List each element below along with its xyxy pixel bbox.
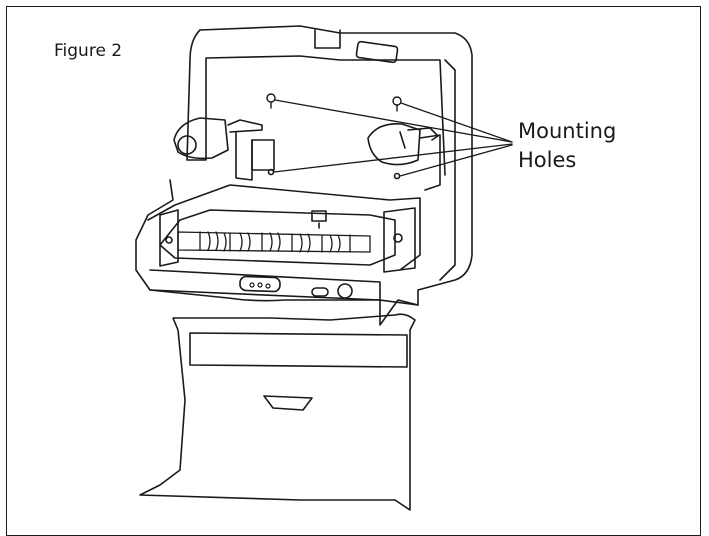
mounting-holes-callout: Mounting Holes (518, 117, 616, 175)
lid-inner-panel (205, 55, 446, 176)
mounting-hole-top-left (266, 93, 276, 109)
power-button-icon (337, 283, 353, 299)
lid-latch (355, 40, 399, 64)
indicator-lights-icon (249, 282, 271, 289)
bracket-screw-right (393, 233, 403, 243)
left-side-bracket (159, 209, 179, 267)
right-side-bracket (383, 207, 416, 273)
paper-towel (139, 313, 416, 511)
mounting-hole-top-right (392, 96, 402, 112)
transfer-roller (177, 231, 371, 253)
figure-frame (6, 6, 701, 536)
paper-window (189, 332, 408, 368)
front-control-strip (149, 269, 381, 301)
roll-direction-label (311, 210, 327, 222)
lid-outer (199, 25, 473, 306)
left-roll-holder (173, 117, 275, 181)
mounting-hole-bottom-right (393, 172, 401, 180)
base-inner-tray (159, 209, 396, 266)
lid-left-edge (186, 29, 206, 161)
base-housing (135, 179, 419, 326)
lid-top-catch (314, 29, 341, 49)
right-roll-holder (367, 122, 441, 191)
callout-line-1: Mounting (518, 119, 617, 143)
paper-tab-icon (263, 395, 313, 411)
callout-leader-lines (273, 99, 513, 177)
figure-label: Figure 2 (54, 41, 123, 61)
base-top-rim (147, 184, 421, 271)
bracket-screw-left (165, 236, 173, 244)
lid-right-side (439, 59, 456, 281)
callout-line-2: Holes (518, 148, 577, 172)
sensor-window (311, 287, 329, 297)
indicator-panel (239, 275, 281, 293)
